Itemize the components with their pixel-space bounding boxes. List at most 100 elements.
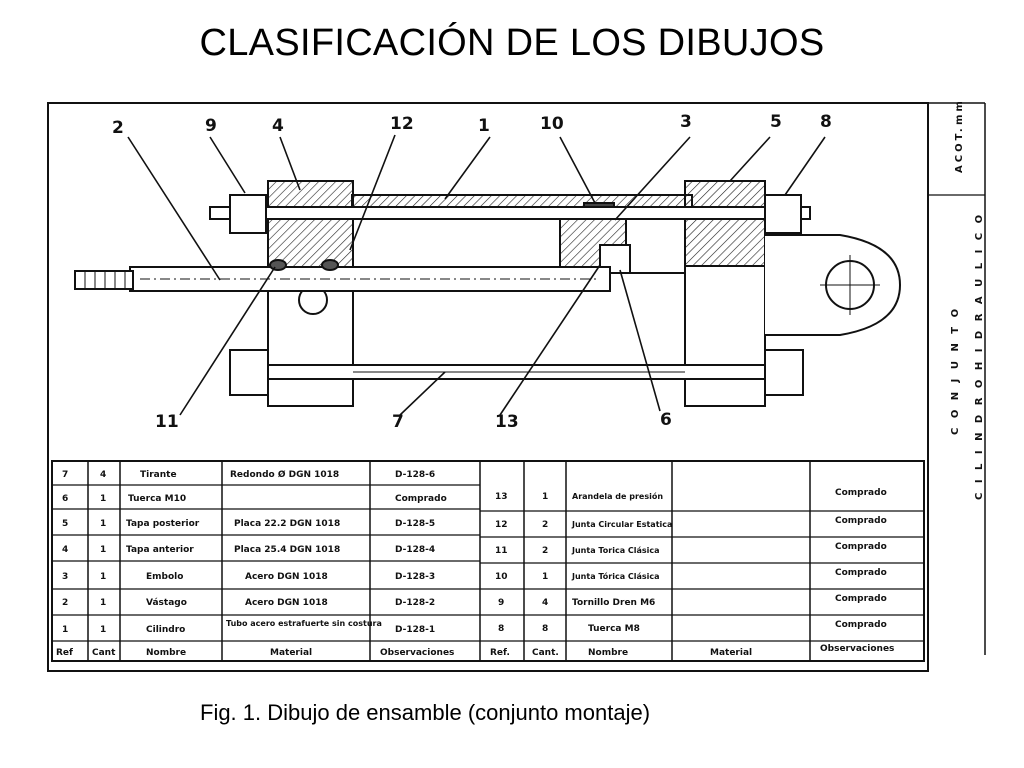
bom-right-obs: Comprado <box>835 542 887 552</box>
bom-left-material: Tubo acero estrafuerte sin costura <box>226 619 382 628</box>
rear-cap <box>684 180 766 267</box>
bom-left-ref: 6 <box>62 494 68 504</box>
bom-left-nombre: Tirante <box>140 470 177 480</box>
callout-1: 1 <box>478 116 490 136</box>
drawing-name: C I L I N D R O H I D R A U L I C O <box>974 212 985 500</box>
bom-right-header-ref: Ref. <box>490 648 510 658</box>
bom-left-cant: 1 <box>100 545 106 555</box>
callout-7: 7 <box>392 412 404 432</box>
title-block: ACOT. mm C O N J U N T O C I L I N D R O… <box>950 98 985 500</box>
callout-10: 10 <box>540 114 564 134</box>
bom-left-cant: 4 <box>100 470 106 480</box>
bom-left-material: Placa 22.2 DGN 1018 <box>234 519 340 529</box>
bom-right-nombre: Junta Tórica Clásica <box>571 571 660 581</box>
leader-lines <box>127 134 826 416</box>
bom-right-header-obs: Observaciones <box>820 644 894 654</box>
bom-left-nombre: Tapa anterior <box>126 545 194 555</box>
conjunto-label: C O N J U N T O <box>950 306 961 435</box>
bom-left-material: Redondo Ø DGN 1018 <box>230 469 339 480</box>
bom-right-header-material: Material <box>710 648 752 658</box>
callout-2: 2 <box>112 118 124 138</box>
bom-right-obs: Comprado <box>835 620 887 630</box>
callout-13: 13 <box>495 412 519 432</box>
bom-left-ref: 7 <box>62 470 68 480</box>
bom-right-header-nombre: Nombre <box>588 648 628 658</box>
bom-left-cant: 1 <box>100 494 106 504</box>
bom-right-ref: 12 <box>495 520 508 530</box>
bom-right-ref: 13 <box>495 492 508 502</box>
bom-left-cant: 1 <box>100 572 106 582</box>
cap-seal <box>321 259 339 271</box>
bom-left-material: Acero DGN 1018 <box>245 598 328 608</box>
bom-right-ref: 10 <box>495 572 508 582</box>
bom-left-cant: 1 <box>100 519 106 529</box>
nut-bottom-right <box>764 349 804 396</box>
bom-left-nombre: Cilindro <box>146 625 185 635</box>
bom-right-nombre: Tornillo Dren M6 <box>572 598 655 608</box>
bom-left-ref: 4 <box>62 545 68 555</box>
bom-left-obs: D-128-2 <box>395 598 435 608</box>
bom-right-ref: 9 <box>498 598 504 608</box>
nut-top-right <box>764 194 802 234</box>
bom-left-ref: 2 <box>62 598 68 608</box>
callout-5: 5 <box>770 112 782 132</box>
rod-seal <box>269 259 287 271</box>
figure-caption: Fig. 1. Dibujo de ensamble (conjunto mon… <box>200 700 651 725</box>
bom-right-cant: 2 <box>542 546 548 556</box>
nut-bottom-left <box>229 349 269 396</box>
callout-9: 9 <box>205 116 217 136</box>
bom-left-header-material: Material <box>270 648 312 658</box>
bom-left-material: Placa 25.4 DGN 1018 <box>234 545 340 555</box>
bom-right-nombre: Junta Circular Estatica <box>571 520 672 529</box>
rod-thread <box>74 270 134 290</box>
callout-3: 3 <box>680 112 692 132</box>
bom-right-nombre: Arandela de presión <box>572 491 663 501</box>
bom-left-ref: 1 <box>62 625 68 635</box>
callout-11: 11 <box>155 412 179 432</box>
bom-right-nombre: Junta Torica Clásica <box>571 546 660 555</box>
callout-6: 6 <box>660 410 672 430</box>
bom-left-material: Acero DGN 1018 <box>245 572 328 582</box>
bom-left-nombre: Vástago <box>146 598 187 608</box>
acot-label: ACOT. <box>954 125 965 173</box>
bom-right-cant: 2 <box>542 520 548 530</box>
bom-right-header-cant: Cant. <box>532 648 559 658</box>
bom-left-obs: Comprado <box>395 494 447 504</box>
bom-left-cant: 1 <box>100 598 106 608</box>
bom-left-header-cant: Cant <box>92 648 116 658</box>
bom-right-cant: 4 <box>542 598 548 608</box>
slide-title: CLASIFICACIÓN DE LOS DIBUJOS <box>199 22 825 64</box>
bom-right-obs: Comprado <box>835 488 887 498</box>
callout-4: 4 <box>272 116 284 136</box>
unit-label: mm <box>954 98 965 125</box>
bom-right-obs: Comprado <box>835 594 887 604</box>
bom-left-cant: 1 <box>100 625 106 635</box>
bom-right-cant: 8 <box>542 624 548 634</box>
bom-left-nombre: Embolo <box>146 572 183 582</box>
bom-left-header-nombre: Nombre <box>146 648 186 658</box>
bom-left-header-obs: Observaciones <box>380 648 454 658</box>
bom-right-cant: 1 <box>542 492 548 502</box>
bom-left-header-ref: Ref <box>56 648 73 658</box>
bom-right-cant: 1 <box>542 572 548 582</box>
bom-left-obs: D-128-6 <box>395 470 435 480</box>
bom-left-obs: D-128-5 <box>395 519 435 529</box>
cylinder-assembly <box>74 180 902 407</box>
bom-right-nombre: Tuerca M8 <box>588 624 640 634</box>
bom-right-obs: Comprado <box>835 568 887 578</box>
bom-left-ref: 5 <box>62 519 68 529</box>
callout-12: 12 <box>390 114 414 134</box>
nut-top-left <box>229 194 267 234</box>
bom-left-obs: D-128-1 <box>395 625 435 635</box>
bom-left-obs: D-128-4 <box>395 545 435 555</box>
bom-left-nombre: Tuerca M10 <box>128 494 186 504</box>
bom-right-ref: 11 <box>495 546 508 556</box>
tie-rod-top <box>209 206 811 220</box>
callout-8: 8 <box>820 112 832 132</box>
bom-left-ref: 3 <box>62 572 68 582</box>
bill-of-materials: 7 4 Tirante Redondo Ø DGN 1018 D-128-6 6… <box>51 460 925 662</box>
bom-left-nombre: Tapa posterior <box>126 519 200 529</box>
bom-right-obs: Comprado <box>835 516 887 526</box>
bom-left-obs: D-128-3 <box>395 572 435 582</box>
assembly-drawing: ACOT. mm C O N J U N T O C I L I N D R O… <box>47 98 986 672</box>
